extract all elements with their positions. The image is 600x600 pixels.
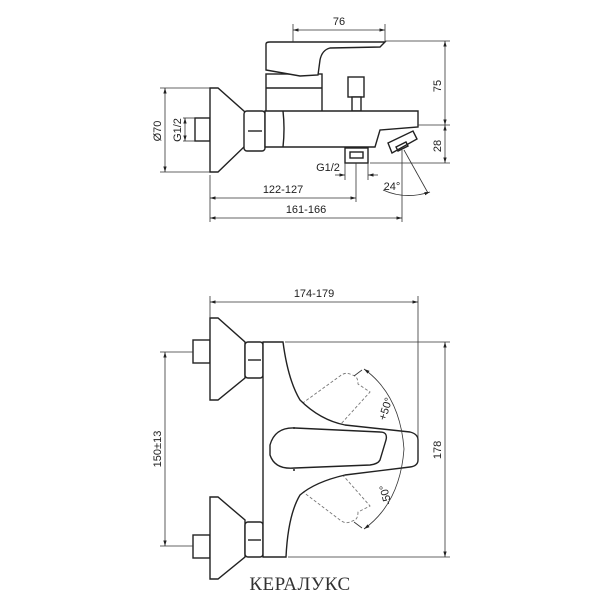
- dim-spout-distance: 161-166: [286, 204, 326, 216]
- side-view: 76 75 28 Ø70 G1/2 G1/2 122-127 161-166 2…: [152, 16, 450, 222]
- spout: [387, 130, 418, 155]
- angle-plus: +50°: [377, 396, 396, 422]
- mixer-body: [264, 110, 419, 148]
- angle-minus: -50°: [378, 483, 395, 506]
- dim-spout-height: 28: [432, 140, 444, 152]
- wall-flange: [209, 87, 246, 173]
- dim-handle-width: 76: [333, 16, 345, 28]
- upper-flange: [209, 317, 246, 401]
- dim-outlet-distance: 122-127: [263, 184, 303, 196]
- dim-outlet-thread: G1/2: [316, 162, 340, 174]
- dim-inlet-thread: G1/2: [172, 118, 184, 142]
- lever-position-minus: [280, 471, 371, 524]
- outlet-connector: [344, 147, 369, 164]
- lever-handle-top: [269, 427, 388, 469]
- dim-spout-angle: 24°: [384, 181, 401, 193]
- dim-flange-diameter: Ø70: [152, 121, 164, 142]
- top-view: 174-179 178 150±13 +50° -50°: [152, 288, 450, 580]
- dim-total-depth: 174-179: [294, 288, 334, 300]
- handle-column: [265, 73, 323, 113]
- dim-body-height: 178: [432, 441, 444, 459]
- inlet-pipe: [194, 117, 211, 142]
- lever-position-plus: [280, 372, 371, 426]
- dim-height: 75: [432, 80, 444, 92]
- inlet-pipe-top: [192, 339, 211, 364]
- brand-logo: КЕРАЛУКС: [249, 574, 350, 595]
- inlet-pipe-bottom: [192, 534, 211, 559]
- diverter-knob: [347, 76, 365, 98]
- lower-flange: [209, 496, 246, 580]
- dim-center-distance: 150±13: [152, 431, 164, 468]
- lever-handle: [265, 41, 387, 77]
